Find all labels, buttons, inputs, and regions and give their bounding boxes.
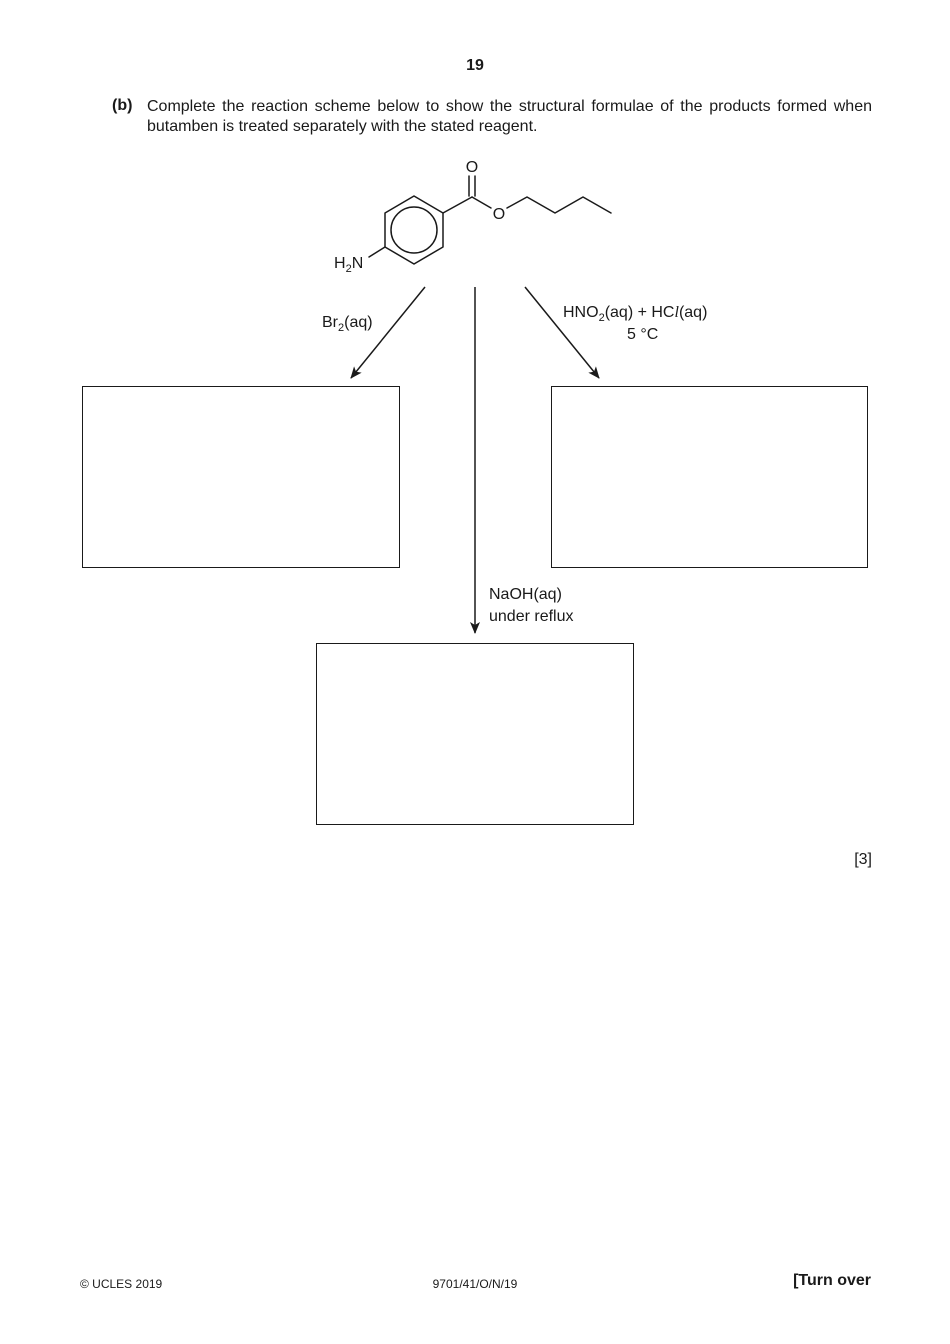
bromine-product-answer-box[interactable]: [82, 386, 400, 568]
butamben-structure: [368, 175, 612, 265]
carbonyl-oxygen-label: O: [466, 159, 478, 176]
aromatic-circle: [390, 206, 438, 254]
footer-copyright: © UCLES 2019: [80, 1277, 163, 1291]
reflux-condition-label: under reflux: [489, 608, 574, 625]
footer-paper-code: 9701/41/O/N/19: [432, 1277, 518, 1291]
temperature-condition-label: 5 °C: [627, 326, 658, 343]
turn-over-label: [Turn over: [793, 1272, 871, 1289]
bromine-reagent-label: Br2(aq): [322, 314, 373, 334]
diazotisation-reaction-arrow: [524, 286, 600, 379]
reaction-scheme-diagram: O O H2N Br2(aq) HNO2(aq) + HCl(aq) 5 °C …: [322, 159, 707, 634]
carbonyl-to-ester-oxygen-bond: [471, 196, 492, 209]
diazonium-product-answer-box[interactable]: [551, 386, 868, 568]
marks-allocation: [3]: [854, 851, 872, 868]
naoh-reagent-label: NaOH(aq): [489, 586, 562, 603]
page-number: 19: [466, 57, 484, 74]
question-text: Complete the reaction scheme below to sh…: [147, 98, 872, 135]
ring-to-amine-bond: [368, 246, 386, 258]
amine-group-label: H2N: [334, 255, 363, 275]
benzene-ring: [384, 195, 444, 265]
question-part-label: (b): [112, 97, 133, 114]
bromine-reaction-arrow: [350, 286, 426, 379]
hydrolysis-product-answer-box[interactable]: [316, 643, 634, 825]
ring-to-carbonyl-bond: [442, 196, 473, 214]
butyl-chain: [506, 196, 612, 214]
nitrous-acid-reagent-label: HNO2(aq) + HCl(aq): [563, 304, 707, 324]
ester-oxygen-label: O: [493, 206, 505, 223]
